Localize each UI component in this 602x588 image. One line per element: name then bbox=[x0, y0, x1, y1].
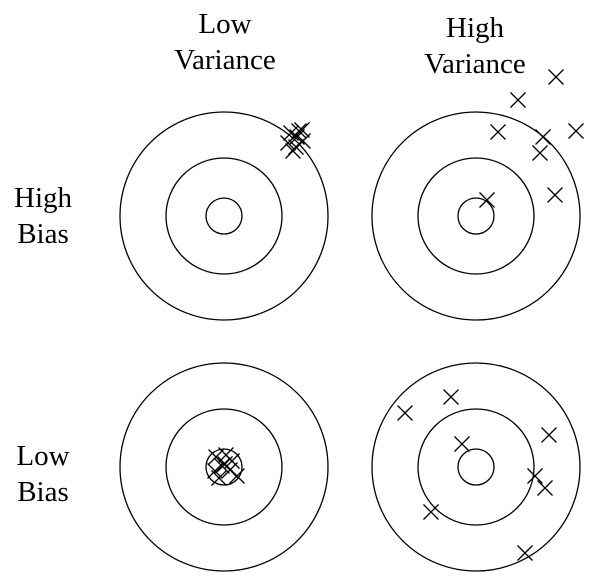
row-label-low-bias: Low Bias bbox=[4, 438, 82, 510]
x-marker-high-bias-high-variance bbox=[479, 192, 495, 208]
column-label-line: High bbox=[446, 12, 504, 44]
outer-ring bbox=[371, 362, 581, 572]
column-label-high-variance: High Variance bbox=[410, 10, 540, 82]
column-label-line: Variance bbox=[424, 48, 526, 80]
x-marker-low-bias-low-variance bbox=[217, 456, 233, 472]
x-marker-high-bias-low-variance bbox=[285, 143, 301, 159]
outer-ring bbox=[371, 111, 581, 321]
x-marker-high-bias-low-variance bbox=[288, 139, 304, 155]
x-marker-low-bias-low-variance bbox=[211, 470, 227, 486]
column-label-line: Low bbox=[198, 8, 252, 40]
x-marker-low-bias-high-variance bbox=[527, 468, 543, 484]
bullseye bbox=[205, 197, 243, 235]
row-label-line: Bias bbox=[17, 476, 69, 508]
x-marker-low-bias-high-variance bbox=[517, 545, 533, 561]
outer-ring bbox=[119, 362, 329, 572]
target-high-bias-low-variance bbox=[119, 111, 329, 321]
row-label-line: High bbox=[14, 182, 72, 214]
x-marker-low-bias-low-variance bbox=[207, 463, 223, 479]
x-marker-high-bias-high-variance bbox=[548, 69, 564, 85]
row-label-high-bias: High Bias bbox=[4, 180, 82, 252]
middle-ring bbox=[417, 408, 535, 526]
bullseye bbox=[457, 197, 495, 235]
x-marker-low-bias-high-variance bbox=[397, 405, 413, 421]
bullseye bbox=[457, 448, 495, 486]
x-marker-high-bias-high-variance bbox=[547, 187, 563, 203]
column-label-line: Variance bbox=[174, 44, 276, 76]
x-marker-low-bias-low-variance bbox=[222, 462, 238, 478]
middle-ring bbox=[165, 157, 283, 275]
x-marker-low-bias-high-variance bbox=[537, 480, 553, 496]
x-marker-high-bias-high-variance bbox=[568, 123, 584, 139]
x-marker-high-bias-low-variance bbox=[280, 135, 296, 151]
target-low-bias-low-variance bbox=[119, 362, 329, 572]
x-marker-low-bias-high-variance bbox=[454, 436, 470, 452]
x-marker-high-bias-high-variance bbox=[510, 92, 526, 108]
x-marker-high-bias-high-variance bbox=[532, 145, 548, 161]
column-label-low-variance: Low Variance bbox=[164, 6, 286, 78]
x-marker-low-bias-high-variance bbox=[541, 427, 557, 443]
middle-ring bbox=[165, 408, 283, 526]
x-marker-high-bias-high-variance bbox=[535, 129, 551, 145]
x-marker-high-bias-low-variance bbox=[291, 123, 307, 139]
x-marker-low-bias-low-variance bbox=[208, 449, 224, 465]
x-marker-high-bias-high-variance bbox=[490, 124, 506, 140]
x-marker-low-bias-high-variance bbox=[443, 389, 459, 405]
x-marker-low-bias-low-variance bbox=[214, 458, 230, 474]
target-low-bias-high-variance bbox=[371, 362, 581, 572]
x-marker-low-bias-high-variance bbox=[423, 504, 439, 520]
outer-ring bbox=[119, 111, 329, 321]
bullseye bbox=[205, 448, 243, 486]
target-high-bias-high-variance bbox=[371, 111, 581, 321]
row-label-line: Bias bbox=[17, 218, 69, 250]
middle-ring bbox=[417, 157, 535, 275]
row-label-line: Low bbox=[16, 440, 70, 472]
